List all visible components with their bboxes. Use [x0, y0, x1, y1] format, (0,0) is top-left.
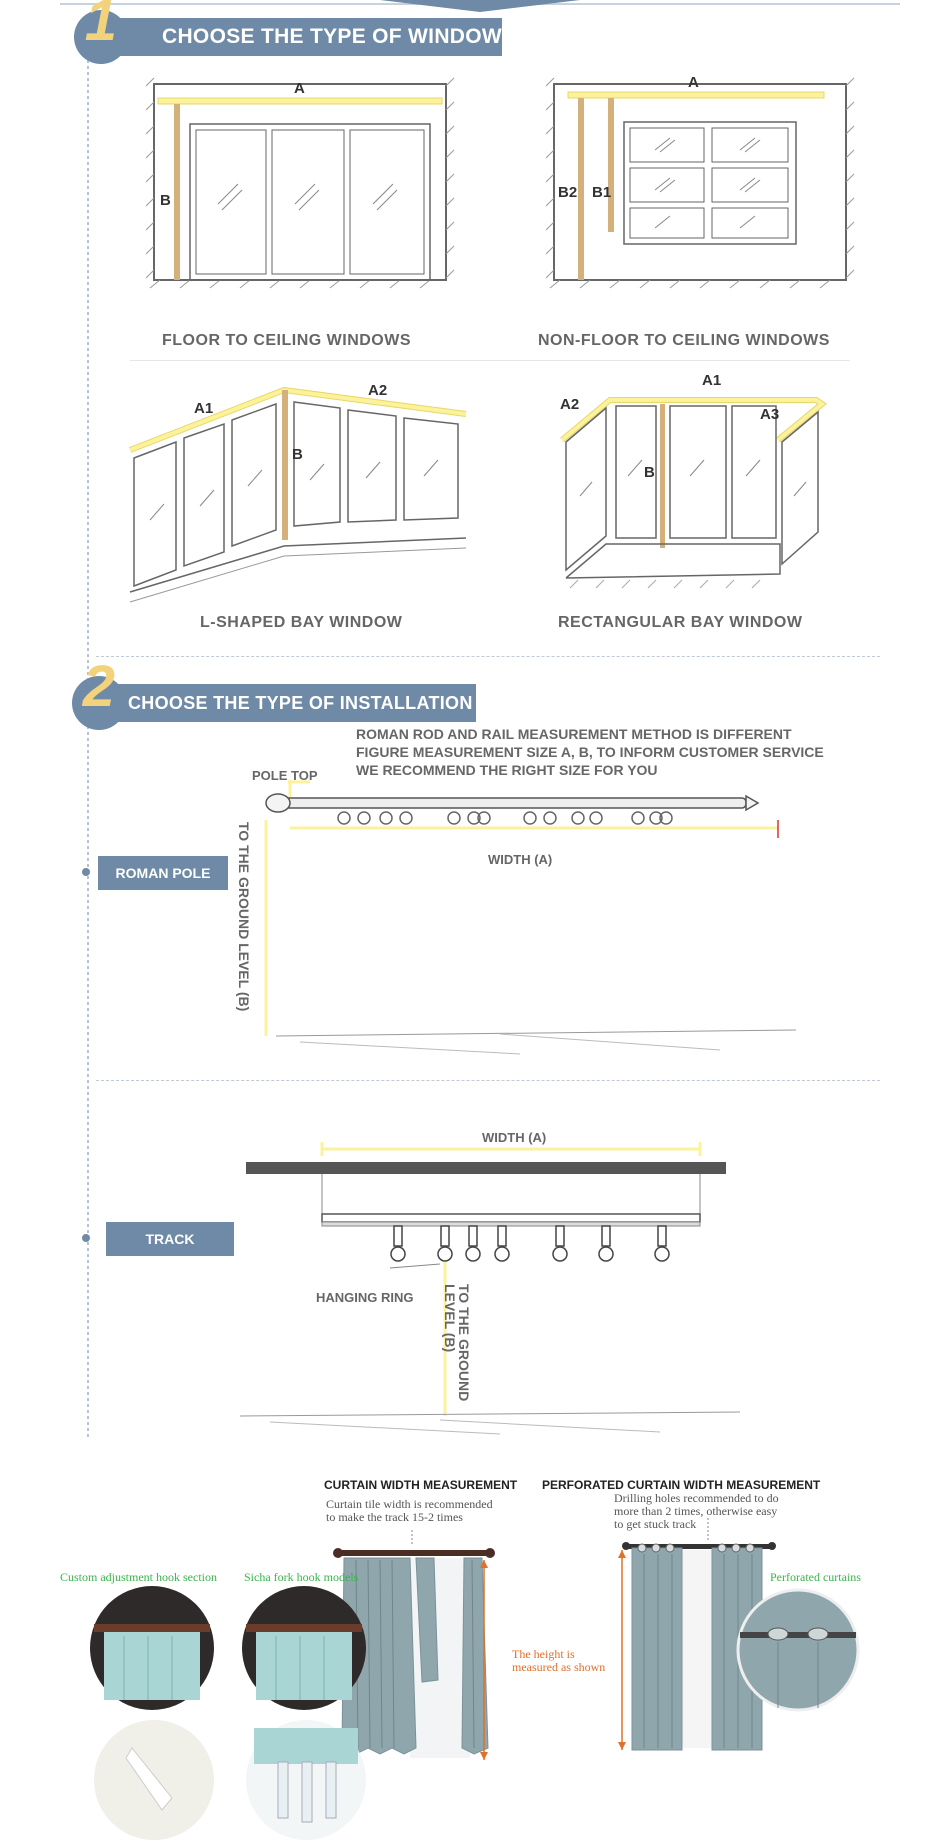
- roman-pole-tag: ROMAN POLE: [98, 856, 228, 890]
- hook-closeup-circle-2: [246, 1720, 366, 1840]
- pole-top-label: POLE TOP: [252, 768, 318, 783]
- perforated-width-desc-3: to get stuck track: [614, 1517, 697, 1531]
- hook-closeup-circle-1: [94, 1720, 214, 1840]
- window-2-label-b2: B2: [558, 184, 578, 201]
- perforated-width-desc-2: more than 2 times, otherwise easy: [614, 1504, 778, 1518]
- section-1-badge: 1: [74, 0, 128, 64]
- section-1-title: CHOOSE THE TYPE OF WINDOW: [162, 25, 503, 48]
- window-1-label-b: B: [160, 192, 171, 209]
- track-tag: TRACK: [106, 1222, 234, 1256]
- window-3-label-a2: A2: [368, 382, 388, 399]
- section-2-header: 2 CHOOSE THE TYPE OF INSTALLATION: [72, 658, 476, 730]
- window-3-caption: L-SHAPED BAY WINDOW: [200, 614, 403, 631]
- curtain-width-desc-1: Curtain tile width is recommended: [326, 1497, 493, 1511]
- section-2-badge: 2: [72, 658, 126, 730]
- rectangular-bay-window-illustration: [560, 397, 828, 589]
- perforated-width-title: PERFORATED CURTAIN WIDTH MEASUREMENT: [542, 1478, 821, 1492]
- hook-detail-circle-2: [242, 1586, 366, 1710]
- track-ground-label-2: LEVEL (B): [442, 1284, 458, 1353]
- hook-detail-circle-1: [90, 1586, 214, 1710]
- section-2-divider: [96, 1080, 880, 1081]
- hanging-ring-label: HANGING RING: [316, 1290, 414, 1305]
- track-ground-label-1: TO THE GROUND: [456, 1284, 472, 1402]
- window-1-caption: FLOOR TO CEILING WINDOWS: [162, 332, 412, 349]
- installation-note-line-3: WE RECOMMEND THE RIGHT SIZE FOR YOU: [356, 762, 658, 778]
- section-1-divider-top: [130, 360, 850, 361]
- perforated-detail-circle: [736, 1588, 860, 1712]
- installation-note-line-1: ROMAN ROD AND RAIL MEASUREMENT METHOD IS…: [356, 726, 792, 742]
- section-1-header: 1 CHOOSE THE TYPE OF WINDOW: [74, 0, 503, 64]
- height-arrow: [480, 1560, 488, 1760]
- section-2-title: CHOOSE THE TYPE OF INSTALLATION: [128, 693, 473, 713]
- window-4-caption: RECTANGULAR BAY WINDOW: [558, 614, 803, 631]
- left-guide-line: [87, 30, 89, 1440]
- pleated-curtain-illustration: [333, 1530, 495, 1758]
- l-shaped-bay-window-illustration: [128, 386, 467, 603]
- floor-to-ceiling-window-illustration: [145, 77, 455, 289]
- window-2-label-b1: B1: [592, 184, 612, 201]
- roman-width-label: WIDTH (A): [488, 852, 553, 867]
- curtain-width-title: CURTAIN WIDTH MEASUREMENT: [324, 1478, 518, 1492]
- window-3-label-b: B: [292, 446, 303, 463]
- hook-left-label: Custom adjustment hook section: [60, 1570, 217, 1584]
- top-banner-decoration: [60, 0, 900, 12]
- roman-pole-illustration: [264, 780, 797, 1055]
- track-illustration: [239, 1142, 741, 1435]
- perforated-width-desc-1: Drilling holes recommended to do: [614, 1491, 779, 1505]
- window-4-label-a3: A3: [760, 406, 780, 423]
- curtain-width-desc-2: to make the track 15-2 times: [326, 1510, 463, 1524]
- height-note-1: The height is: [512, 1647, 575, 1661]
- hook-right-label: Sicha fork hook models: [244, 1570, 359, 1584]
- section-1-number: 1: [84, 0, 118, 53]
- window-3-label-a1: A1: [194, 400, 214, 417]
- window-1-label-a: A: [294, 80, 305, 97]
- track-tag-dot: [82, 1234, 90, 1242]
- installation-note-line-2: FIGURE MEASUREMENT SIZE A, B, TO INFORM …: [356, 744, 824, 760]
- window-4-label-a2: A2: [560, 396, 580, 413]
- window-2-caption: NON-FLOOR TO CEILING WINDOWS: [538, 332, 830, 349]
- window-2-label-a: A: [688, 74, 699, 91]
- window-4-label-b: B: [644, 464, 655, 481]
- section-2-number: 2: [82, 654, 116, 719]
- section-1-divider-bottom: [96, 656, 880, 657]
- perforated-label: Perforated curtains: [770, 1570, 861, 1584]
- roman-pole-tag-dot: [82, 868, 90, 876]
- height-note-2: measured as shown: [512, 1660, 606, 1674]
- track-width-label: WIDTH (A): [482, 1130, 547, 1145]
- non-floor-to-ceiling-window-illustration: [545, 77, 855, 289]
- roman-ground-label: TO THE GROUND LEVEL (B): [236, 822, 252, 1012]
- window-4-label-a1: A1: [702, 372, 722, 389]
